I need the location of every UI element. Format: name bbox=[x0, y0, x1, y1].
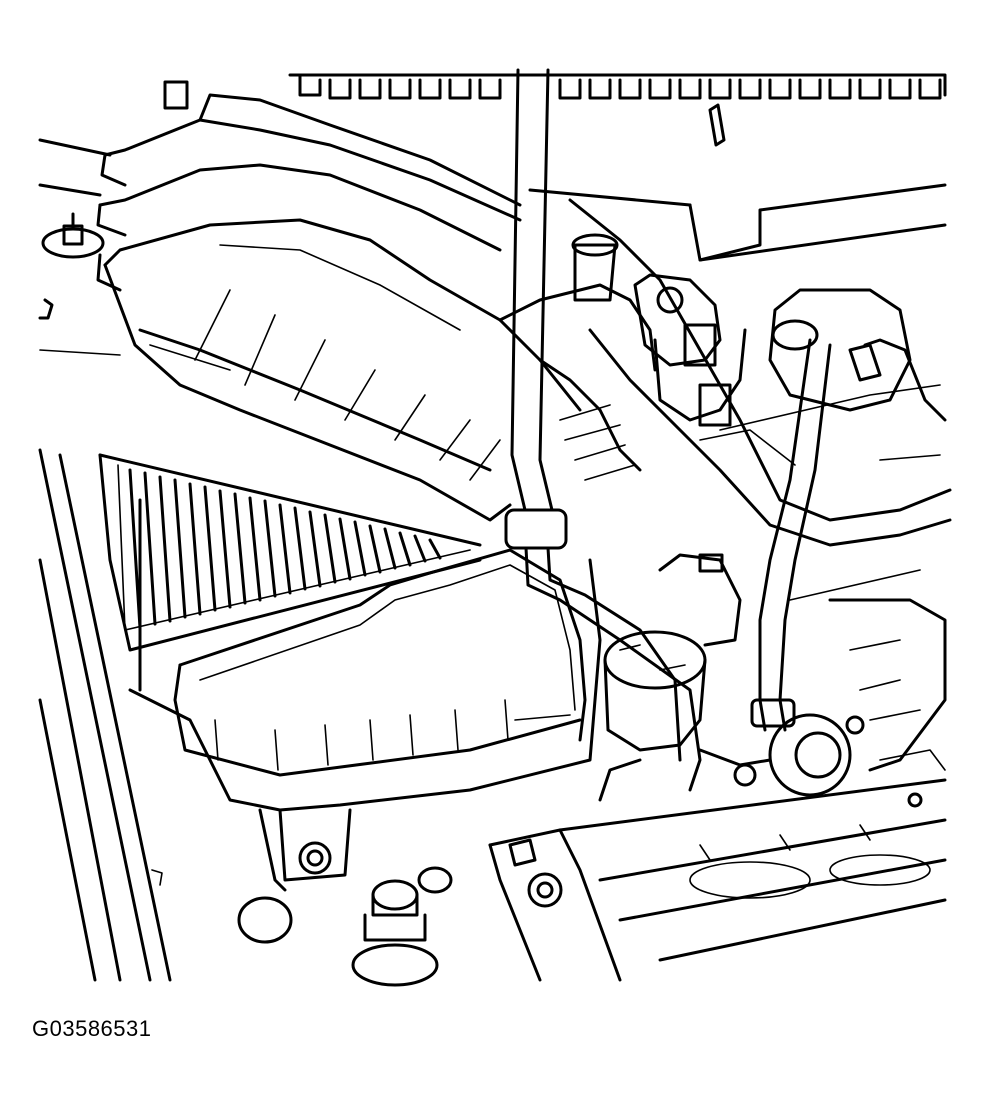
battery-terminal bbox=[508, 838, 563, 908]
air-cleaner-lid bbox=[96, 93, 582, 522]
engine-bay-illustration bbox=[38, 68, 952, 987]
vacuum-diaphragm bbox=[698, 713, 946, 808]
air-filter-element bbox=[98, 453, 482, 652]
fender-bolt bbox=[41, 212, 105, 259]
grommet bbox=[237, 896, 293, 944]
air-intake-hose bbox=[498, 283, 657, 481]
upper-radiator-hose bbox=[528, 183, 952, 547]
engine-right-components bbox=[750, 288, 947, 772]
throttle-body bbox=[571, 233, 941, 466]
purge-valve bbox=[598, 553, 742, 802]
engine-cover bbox=[488, 778, 947, 982]
hood-latch-post bbox=[351, 866, 453, 987]
air-cleaner-lower-housing bbox=[128, 498, 602, 892]
housing-bracket-bolt bbox=[298, 841, 332, 875]
figure-id-label: G03586531 bbox=[32, 1016, 152, 1041]
left-fender bbox=[38, 138, 172, 982]
radiator-shroud bbox=[163, 73, 947, 147]
